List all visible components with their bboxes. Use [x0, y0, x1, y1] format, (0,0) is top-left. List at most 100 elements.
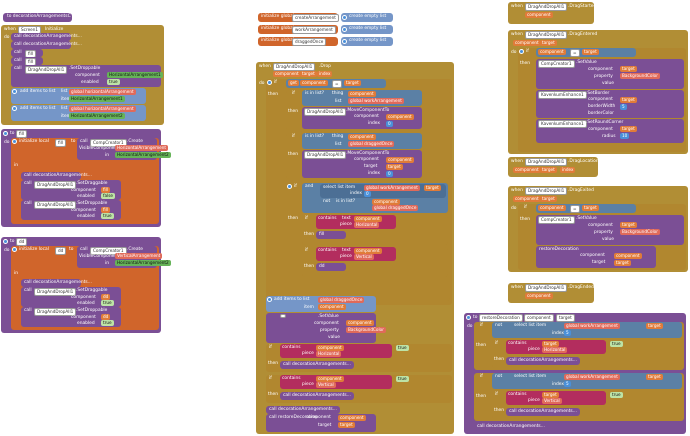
mutator-gear-icon[interactable] [466, 315, 471, 320]
call-comp-create-dd[interactable]: call CompCreator1 .Create VisibleCompone… [77, 246, 171, 268]
init-global-dragged[interactable]: initialize global draggedOnce [258, 37, 338, 47]
call-move-component-2[interactable]: DragAndDropAll1 .MoveComponentTo compone… [302, 150, 422, 178]
contains-text-horizontal[interactable]: contains text component piece Horizontal [316, 215, 396, 229]
if-contains-horizontal[interactable]: if contains text component piece Horizon… [302, 215, 448, 245]
initialize-label: Initialize [45, 27, 64, 32]
contains-horizontal-2[interactable]: contains component piece Horizontal [280, 344, 392, 358]
call-decoration-1[interactable]: call decorationArrangements... [11, 33, 82, 41]
when-drag-entered[interactable]: when DragAndDropAll1 .DragEntered compon… [508, 30, 688, 154]
when-label: when [4, 27, 16, 32]
eq-select-target[interactable]: select list item global workArrangement … [320, 184, 446, 198]
call-deco-restore-end[interactable]: call decorationArrangements... [474, 423, 548, 431]
ha1-slot[interactable]: HorizontalArrangement1 [107, 72, 163, 79]
not-eq-h[interactable]: not select list item global workArrangem… [492, 322, 682, 338]
init-global-create[interactable]: initialize global createArrangement [258, 13, 339, 23]
initialize-local-dd[interactable]: initialize local dd to call CompCreator1… [11, 246, 171, 330]
mutator-gear-icon[interactable] [267, 80, 272, 85]
eq-compare-exited[interactable]: component = target [536, 204, 636, 214]
when-drag-ended[interactable]: when DragAndDropAll1 .DragEnded componen… [508, 283, 594, 303]
call-set-round-corner[interactable]: KavenkumEnhance1 .SetRoundCorner compone… [536, 119, 684, 143]
if-and-block[interactable]: if and select list item global workArran… [286, 183, 450, 301]
call-deco-v2[interactable]: call decorationArrangements... [280, 392, 354, 400]
add-items-dragged[interactable]: add items to list global draggedOnce ite… [266, 296, 376, 312]
call-set-droppable-dd[interactable]: call DragAndDropAll1 .SetDroppable compo… [21, 307, 121, 327]
call-comp-create[interactable]: call CompCreator1 .Create VisibleCompone… [77, 138, 171, 160]
if-restore-contains-h[interactable]: if contains target piece Horizontal true… [492, 340, 682, 368]
not-eq-v[interactable]: not select list item global workArrangem… [492, 373, 682, 389]
mutator-gear-icon[interactable] [267, 297, 272, 302]
call-fill-drop[interactable]: fill [316, 231, 346, 239]
call-set-draggable-dd[interactable]: call DragAndDropAll1 .SetDraggable compo… [21, 287, 121, 307]
and-block[interactable]: and select list item global workArrangem… [302, 183, 448, 213]
contains-text-vertical[interactable]: contains text component piece Vertical [316, 247, 396, 261]
mutator-gear-icon[interactable] [342, 39, 347, 44]
if-block-main[interactable]: if get component = target then if is in … [266, 79, 452, 305]
if-is-in-list-1[interactable]: if is in list? thing component list glob… [286, 90, 450, 130]
if-contains-v2[interactable]: if contains component piece Vertical tru… [266, 375, 452, 403]
contains-vertical-2[interactable]: contains component piece Vertical [280, 375, 392, 389]
mutator-gear-icon[interactable] [519, 49, 524, 54]
init-global-work[interactable]: initialize global workArrangement [258, 25, 338, 35]
call-set-border[interactable]: KavenkumEnhance1 .SetBorder component ta… [536, 90, 684, 118]
call-decoration-2[interactable]: call decorationArrangements... [11, 41, 82, 49]
if-restore-v[interactable]: if not select list item global workArran… [474, 373, 684, 421]
procedure-restore-decoration[interactable]: to restoreDecoration component target do… [464, 313, 686, 434]
call-move-component[interactable]: DragAndDropAll1 .MoveComponentTo compone… [302, 107, 422, 129]
when-drop-event[interactable]: when DragAndDropAll1 .Drop component tar… [256, 62, 454, 434]
not-in-list[interactable]: not is in list? component global dragged… [320, 198, 430, 212]
call-deco-h2[interactable]: call decorationArrangements... [280, 361, 354, 369]
mutator-gear-icon[interactable] [12, 247, 17, 252]
when-drag-exited[interactable]: when DragAndDropAll1 .DragExited compone… [508, 186, 688, 272]
create-empty-list-1[interactable]: create empty list [341, 13, 393, 22]
equals-compare[interactable]: get component = target [286, 79, 386, 89]
eq-compare-entered[interactable]: component = target [536, 48, 636, 58]
mutator-gear-icon[interactable] [12, 89, 17, 94]
if-is-in-list-2[interactable]: if is in list? thing component list glob… [286, 133, 450, 179]
if-contains-h2[interactable]: if contains component piece Horizontal t… [266, 344, 452, 372]
when-drag-started[interactable]: when DragAndDropAll1 .DragStarted compon… [508, 2, 596, 24]
mutator-gear-icon[interactable] [287, 184, 292, 189]
call-set-value-drop[interactable]: .SetValue component component property B… [266, 313, 386, 343]
call-set-droppable-fill[interactable]: call DragAndDropAll1 .SetDroppable compo… [21, 200, 121, 220]
call-decoration-dd[interactable]: call decorationArrangements... [21, 279, 92, 287]
initialize-local-fill[interactable]: initialize local fill to call CompCreato… [11, 138, 171, 224]
call-set-droppable[interactable]: call DragAndDropAll1 .SetDroppable compo… [11, 65, 163, 87]
is-in-list-check-2[interactable]: is in list? thing component list global … [302, 133, 422, 149]
if-entered[interactable]: if component = target then CompCreator1 … [518, 48, 686, 152]
call-deco-restore-v[interactable]: call decorationArrangements... [506, 408, 580, 416]
contains-horizontal-restore[interactable]: contains target piece Horizontal [506, 340, 606, 354]
mutator-gear-icon[interactable] [12, 139, 17, 144]
is-in-list-check[interactable]: is in list? thing component list global … [302, 90, 422, 106]
call-set-value-exited[interactable]: CompCreator1 .SetValue component target … [536, 215, 684, 245]
add-items-list-1[interactable]: add items to list list global horizontal… [11, 88, 146, 104]
if-restore-h[interactable]: if not select list item global workArran… [474, 322, 684, 370]
call-dd-drop[interactable]: dd [316, 263, 346, 271]
if-exited[interactable]: if component = target then CompCreator1 … [518, 204, 686, 270]
mutator-gear-icon[interactable] [342, 15, 347, 20]
call-deco-drop-end[interactable]: call decorationArrangements... [266, 406, 340, 414]
call-restore-exited[interactable]: restoreDecoration component component ta… [536, 246, 656, 268]
procedure-fill[interactable]: to fill do initialize local fill to call… [1, 129, 171, 227]
add-items-list-2[interactable]: add items to list list global horizontal… [11, 105, 146, 121]
create-empty-list-2[interactable]: create empty list [341, 25, 393, 34]
mutator-gear-icon[interactable] [3, 239, 8, 244]
create-empty-list-3[interactable]: create empty list [341, 37, 393, 46]
if-contains-vertical[interactable]: if contains text component piece Vertica… [302, 247, 448, 277]
call-set-draggable-1[interactable]: call DragAndDropAll1 .SetDraggable compo… [21, 180, 121, 200]
procedure-decoration-arrangements[interactable]: to decorationArrangementsC [3, 13, 72, 22]
contains-vertical-restore[interactable]: contains target piece Vertical [506, 391, 606, 405]
if-restore-contains-v[interactable]: if contains target piece Vertical true t… [492, 391, 682, 419]
call-set-value-entered[interactable]: CompCreator1 .SetValue component target … [536, 59, 684, 89]
procedure-title: to decorationArrangementsC [7, 14, 71, 19]
mutator-gear-icon[interactable] [12, 106, 17, 111]
mutator-gear-icon[interactable] [3, 131, 8, 136]
when-drag-location[interactable]: when DragAndDropAll1 .DragLocation compo… [508, 157, 599, 177]
when-screen1-initialize[interactable]: when Screen1 Initialize do call decorati… [1, 25, 164, 125]
call-restore-drop[interactable]: call restoreDecoration component compone… [266, 414, 376, 432]
call-deco-restore-h[interactable]: call decorationArrangements... [506, 357, 580, 365]
mutator-gear-icon[interactable] [342, 27, 347, 32]
procedure-dd[interactable]: to dd do initialize local dd to call Com… [1, 237, 171, 333]
call-decoration-fill[interactable]: call decorationArrangements... [21, 172, 92, 180]
